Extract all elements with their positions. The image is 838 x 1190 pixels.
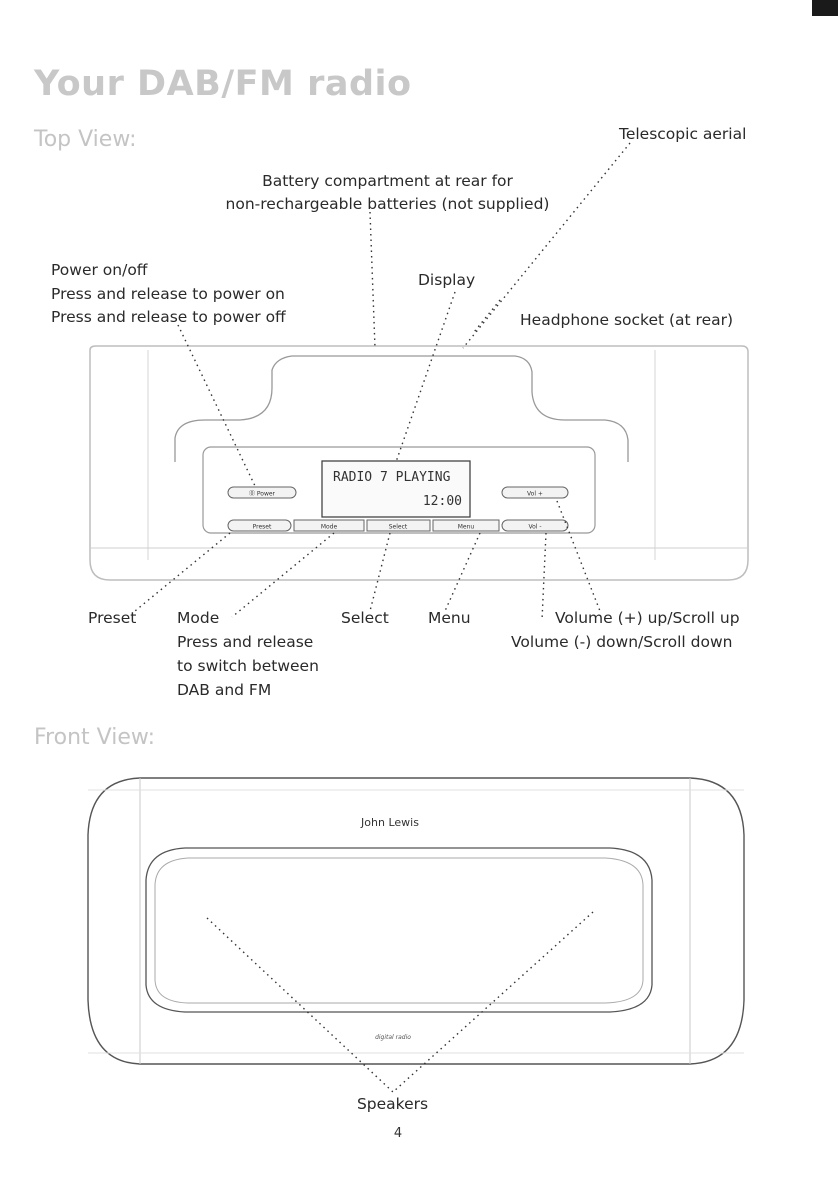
mode-button-label: Mode — [321, 524, 338, 531]
leader-lines-top — [134, 142, 631, 621]
display-label: Display — [418, 271, 476, 289]
mode-button[interactable]: Mode — [293, 519, 365, 532]
power-button[interactable]: ⓪ Power — [227, 486, 297, 499]
telescopic-aerial-label: Telescopic aerial — [619, 125, 747, 143]
radio-front-view: John Lewis digital radio — [87, 777, 745, 1065]
power-label-line1: Power on/off — [51, 261, 148, 279]
menu-button[interactable]: Menu — [432, 519, 500, 532]
menu-label: Menu — [428, 609, 471, 627]
page-number: 4 — [393, 1126, 403, 1141]
lcd-display — [321, 460, 471, 518]
vol-minus-button-label: Vol - — [528, 524, 541, 531]
lcd-line1: RADIO 7 PLAYING — [333, 470, 451, 485]
front-view-heading: Front View: — [34, 725, 156, 750]
page-title: Your DAB/FM radio — [34, 64, 412, 104]
speakers-label: Speakers — [356, 1095, 429, 1113]
lcd-line2: 12:00 — [423, 494, 462, 509]
headphone-socket-label: Headphone socket (at rear) — [520, 311, 734, 329]
mode-label-line4: DAB and FM — [177, 681, 272, 699]
mode-label-line3: to switch between — [177, 657, 319, 675]
brand-logo: John Lewis — [360, 816, 419, 829]
leader-lines-front — [206, 911, 594, 1093]
power-label-line2: Press and release to power on — [51, 285, 285, 303]
volume-down-label: Volume (-) down/Scroll down — [511, 633, 733, 651]
mode-label-line2: Press and release — [177, 633, 314, 651]
power-label-line3: Press and release to power off — [51, 308, 286, 326]
volume-up-label: Volume (+) up/Scroll up — [555, 609, 740, 627]
select-label: Select — [341, 609, 389, 627]
menu-button-label: Menu — [458, 524, 475, 531]
preset-button[interactable]: Preset — [227, 519, 292, 532]
battery-label-line2: non-rechargeable batteries (not supplied… — [225, 195, 550, 213]
preset-label: Preset — [88, 609, 137, 627]
power-button-label: ⓪ Power — [249, 490, 276, 498]
battery-label-line1: Battery compartment at rear for — [262, 172, 513, 190]
vol-plus-button[interactable]: Vol + — [501, 486, 569, 499]
vol-minus-button[interactable]: Vol - — [501, 519, 569, 532]
mode-label-line1: Mode — [177, 609, 220, 627]
digital-radio-logo: digital radio — [375, 1034, 411, 1041]
select-button-label: Select — [389, 524, 408, 531]
preset-button-label: Preset — [253, 524, 272, 531]
page-edge-marker — [812, 0, 838, 16]
vol-plus-button-label: Vol + — [527, 491, 543, 498]
select-button[interactable]: Select — [366, 519, 431, 532]
top-view-heading: Top View: — [34, 127, 137, 152]
